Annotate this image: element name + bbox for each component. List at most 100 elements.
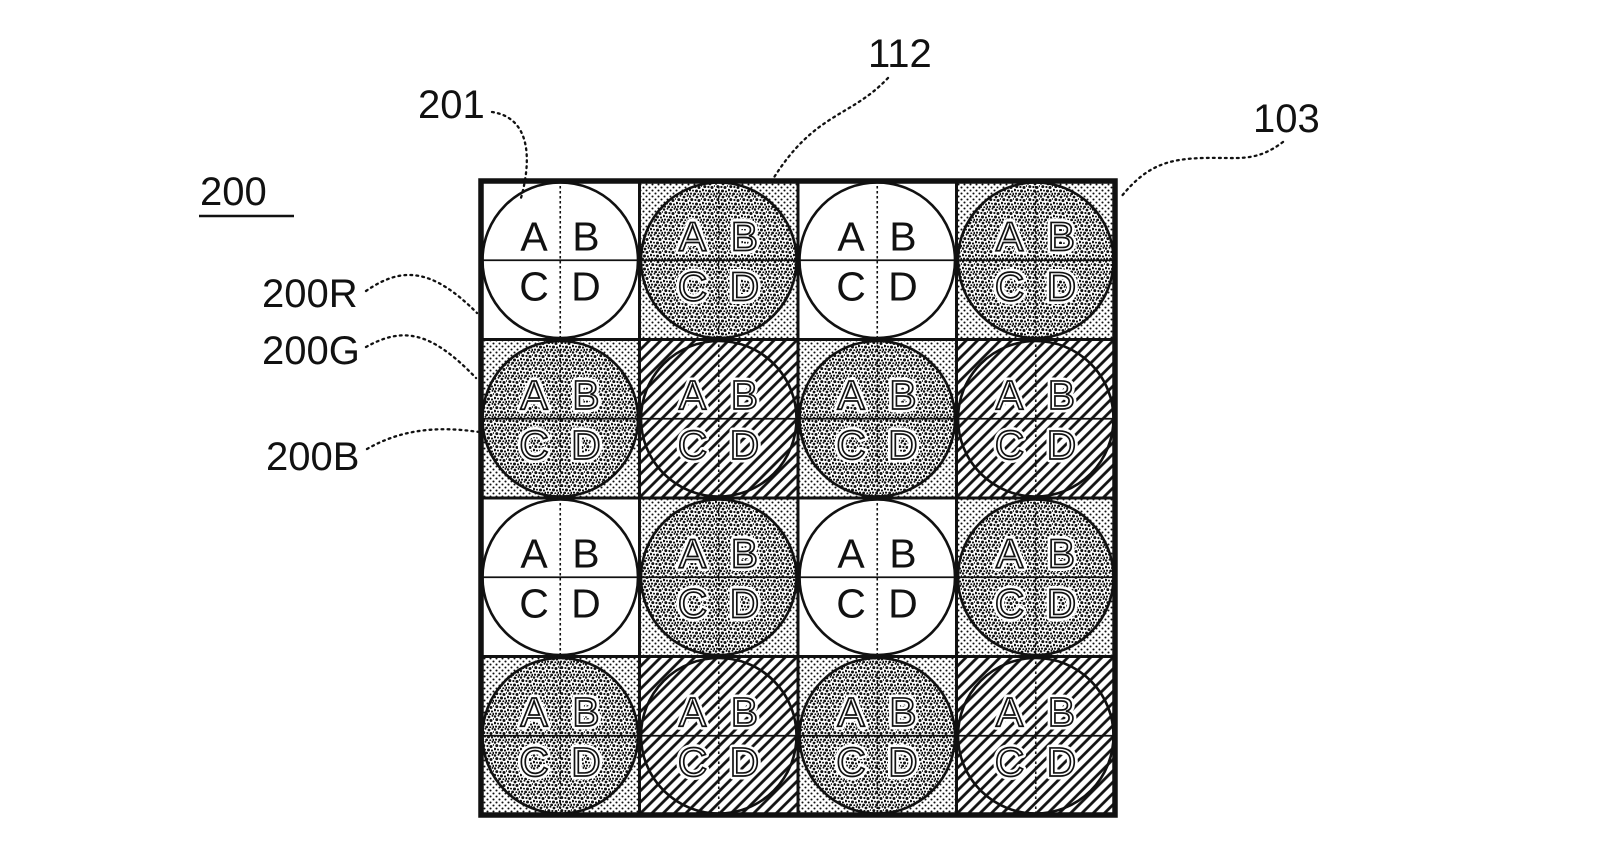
subpixel-label-a: A — [996, 689, 1024, 735]
subpixel-label-halo: C — [678, 263, 708, 309]
subpixel-label-a: A — [996, 213, 1024, 259]
subpixel-label-c: C — [678, 422, 708, 468]
subpixel-label-b: B — [1048, 689, 1075, 735]
subpixel-label-c: C — [836, 580, 866, 626]
subpixel-label-halo: A — [679, 372, 707, 418]
subpixel-label-c: C — [836, 263, 866, 309]
subpixel-label-a: A — [520, 530, 548, 576]
subpixel-label-d: D — [730, 739, 760, 785]
subpixel-label-b: B — [731, 689, 758, 735]
leader-line-200G — [364, 334, 478, 380]
subpixel-label-halo: B — [731, 530, 758, 576]
leader-line-201 — [490, 110, 528, 200]
subpixel-label-halo: D — [1047, 422, 1077, 468]
subpixel-label-b: B — [572, 213, 599, 259]
subpixel-label-c: C — [519, 422, 549, 468]
subpixel-label-a: A — [679, 213, 707, 259]
subpixel-label-halo: D — [888, 422, 918, 468]
subpixel-label-halo: C — [678, 580, 708, 626]
subpixel-label-d: D — [571, 263, 601, 309]
subpixel-label-halo: B — [1048, 530, 1075, 576]
subpixel-label-halo: D — [1047, 739, 1077, 785]
subpixel-label-halo: D — [730, 580, 760, 626]
subpixel-label-halo: A — [679, 689, 707, 735]
subpixel-label-c: C — [836, 739, 866, 785]
subpixel-label-c: C — [995, 580, 1025, 626]
subpixel-label-d: D — [571, 580, 601, 626]
subpixel-label-c: C — [519, 263, 549, 309]
subpixel-label-b: B — [889, 372, 916, 418]
subpixel-label-halo: D — [1047, 263, 1077, 309]
subpixel-label-halo: C — [519, 422, 549, 468]
subpixel-label-b: B — [1048, 372, 1075, 418]
subpixel-label-d: D — [888, 739, 918, 785]
subpixel-label-halo: B — [572, 689, 599, 735]
subpixel-label-c: C — [836, 422, 866, 468]
subpixel-label-halo: B — [731, 372, 758, 418]
subpixel-label-c: C — [678, 739, 708, 785]
subpixel-label-c: C — [995, 739, 1025, 785]
subpixel-label-halo: D — [730, 422, 760, 468]
subpixel-label-halo: A — [837, 372, 865, 418]
subpixel-label-halo: C — [678, 739, 708, 785]
subpixel-label-halo: A — [679, 530, 707, 576]
subpixel-label-a: A — [996, 372, 1024, 418]
subpixel-label-c: C — [678, 580, 708, 626]
subpixel-label-b: B — [1048, 530, 1075, 576]
subpixel-label-b: B — [731, 213, 758, 259]
subpixel-label-halo: D — [571, 422, 601, 468]
subpixel-label-b: B — [572, 530, 599, 576]
subpixel-label-halo: A — [996, 530, 1024, 576]
subpixel-label-a: A — [679, 372, 707, 418]
subpixel-label-a: A — [679, 530, 707, 576]
subpixel-label-d: D — [1047, 580, 1077, 626]
subpixel-label-b: B — [889, 530, 916, 576]
subpixel-label-halo: D — [1047, 580, 1077, 626]
subpixel-label-d: D — [571, 422, 601, 468]
subpixel-label-halo: D — [730, 739, 760, 785]
label-201: 201 — [418, 83, 485, 127]
subpixel-label-halo: B — [889, 372, 916, 418]
subpixel-label-d: D — [888, 263, 918, 309]
subpixel-label-a: A — [837, 689, 865, 735]
label-103: 103 — [1253, 97, 1320, 141]
subpixel-label-halo: C — [836, 422, 866, 468]
subpixel-label-d: D — [730, 422, 760, 468]
subpixel-label-halo: A — [520, 689, 548, 735]
subpixel-label-a: A — [996, 530, 1024, 576]
subpixel-label-halo: A — [996, 213, 1024, 259]
subpixel-label-b: B — [889, 689, 916, 735]
subpixel-label-halo: C — [678, 422, 708, 468]
subpixel-label-d: D — [730, 580, 760, 626]
subpixel-label-halo: A — [679, 213, 707, 259]
label-200G: 200G — [262, 329, 360, 373]
subpixel-label-c: C — [995, 422, 1025, 468]
subpixel-label-halo: C — [995, 263, 1025, 309]
subpixel-label-a: A — [837, 372, 865, 418]
subpixel-label-d: D — [1047, 422, 1077, 468]
subpixel-label-c: C — [519, 739, 549, 785]
subpixel-label-b: B — [889, 213, 916, 259]
subpixel-label-d: D — [888, 422, 918, 468]
subpixel-label-halo: A — [996, 372, 1024, 418]
subpixel-label-b: B — [1048, 213, 1075, 259]
subpixel-label-a: A — [837, 530, 865, 576]
subpixel-label-halo: B — [572, 372, 599, 418]
subpixel-label-b: B — [572, 689, 599, 735]
subpixel-label-halo: C — [995, 580, 1025, 626]
leader-line-200B — [365, 428, 481, 451]
subpixel-label-halo: A — [996, 689, 1024, 735]
subpixel-label-halo: A — [837, 689, 865, 735]
leader-line-112 — [771, 76, 890, 181]
